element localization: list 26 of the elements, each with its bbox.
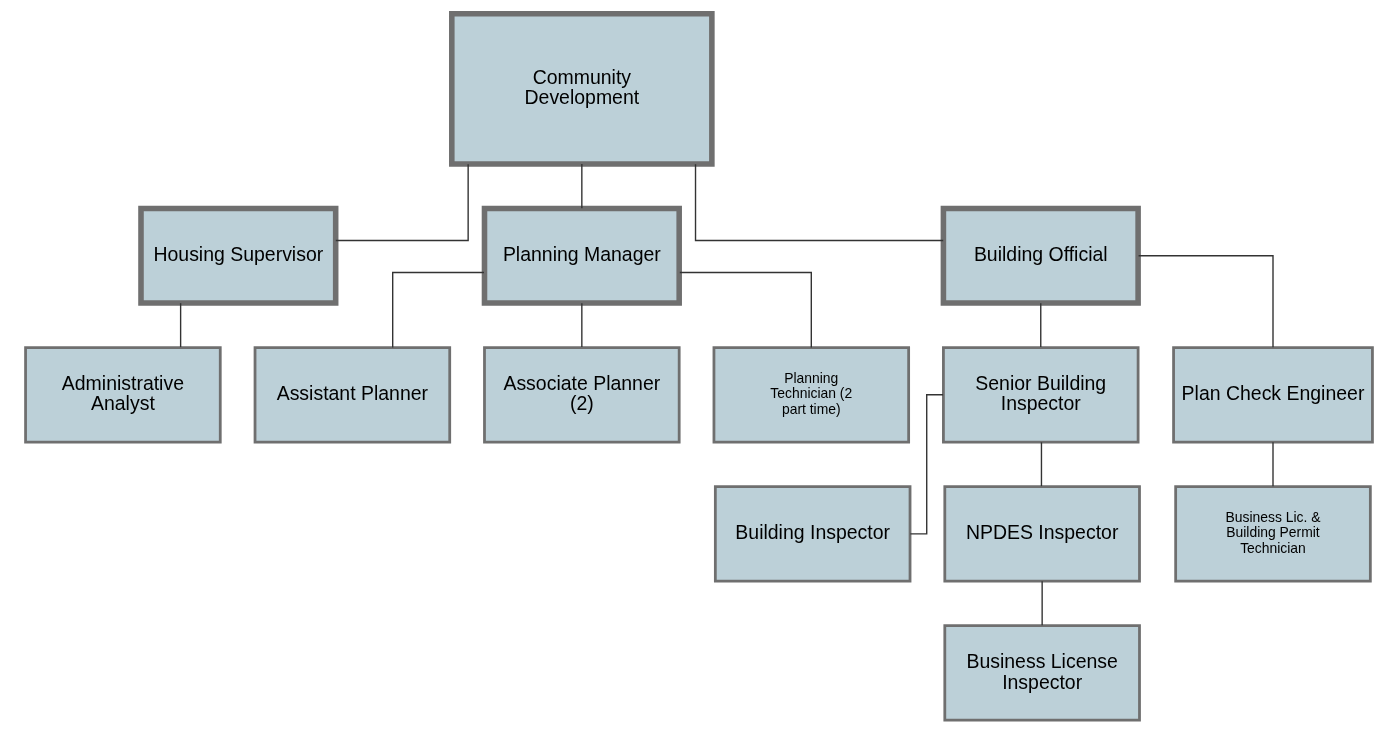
node-box: Housing Supervisor xyxy=(137,205,338,306)
connector xyxy=(391,271,485,349)
node-box: Administrative Analyst xyxy=(23,346,222,444)
connector xyxy=(1040,441,1042,487)
connector xyxy=(179,302,181,348)
node-box: Business License Inspector xyxy=(942,624,1141,722)
node-box: Community Development xyxy=(448,11,715,167)
connector xyxy=(694,163,944,242)
node-box: Plan Check Engineer xyxy=(1171,346,1374,444)
connector xyxy=(1137,255,1274,349)
node-box: Planning Manager xyxy=(481,205,682,306)
node-box: Business Lic. & Building Permit Technician xyxy=(1173,485,1372,583)
connector xyxy=(1040,580,1043,626)
node-box: Associate Planner (2) xyxy=(482,346,681,444)
node-box: Assistant Planner xyxy=(253,346,451,444)
connector xyxy=(678,271,812,349)
connector xyxy=(580,302,583,348)
connector xyxy=(334,163,469,242)
connector xyxy=(580,163,583,209)
node-box: Building Official xyxy=(940,205,1141,306)
node-box: Building Inspector xyxy=(713,485,911,583)
node-box: NPDES Inspector xyxy=(942,485,1141,583)
connector xyxy=(1039,302,1041,348)
node-box: Senior Building Inspector xyxy=(941,346,1139,444)
node-box: Planning Technician (2 part time) xyxy=(712,346,910,444)
connector xyxy=(1271,441,1274,487)
